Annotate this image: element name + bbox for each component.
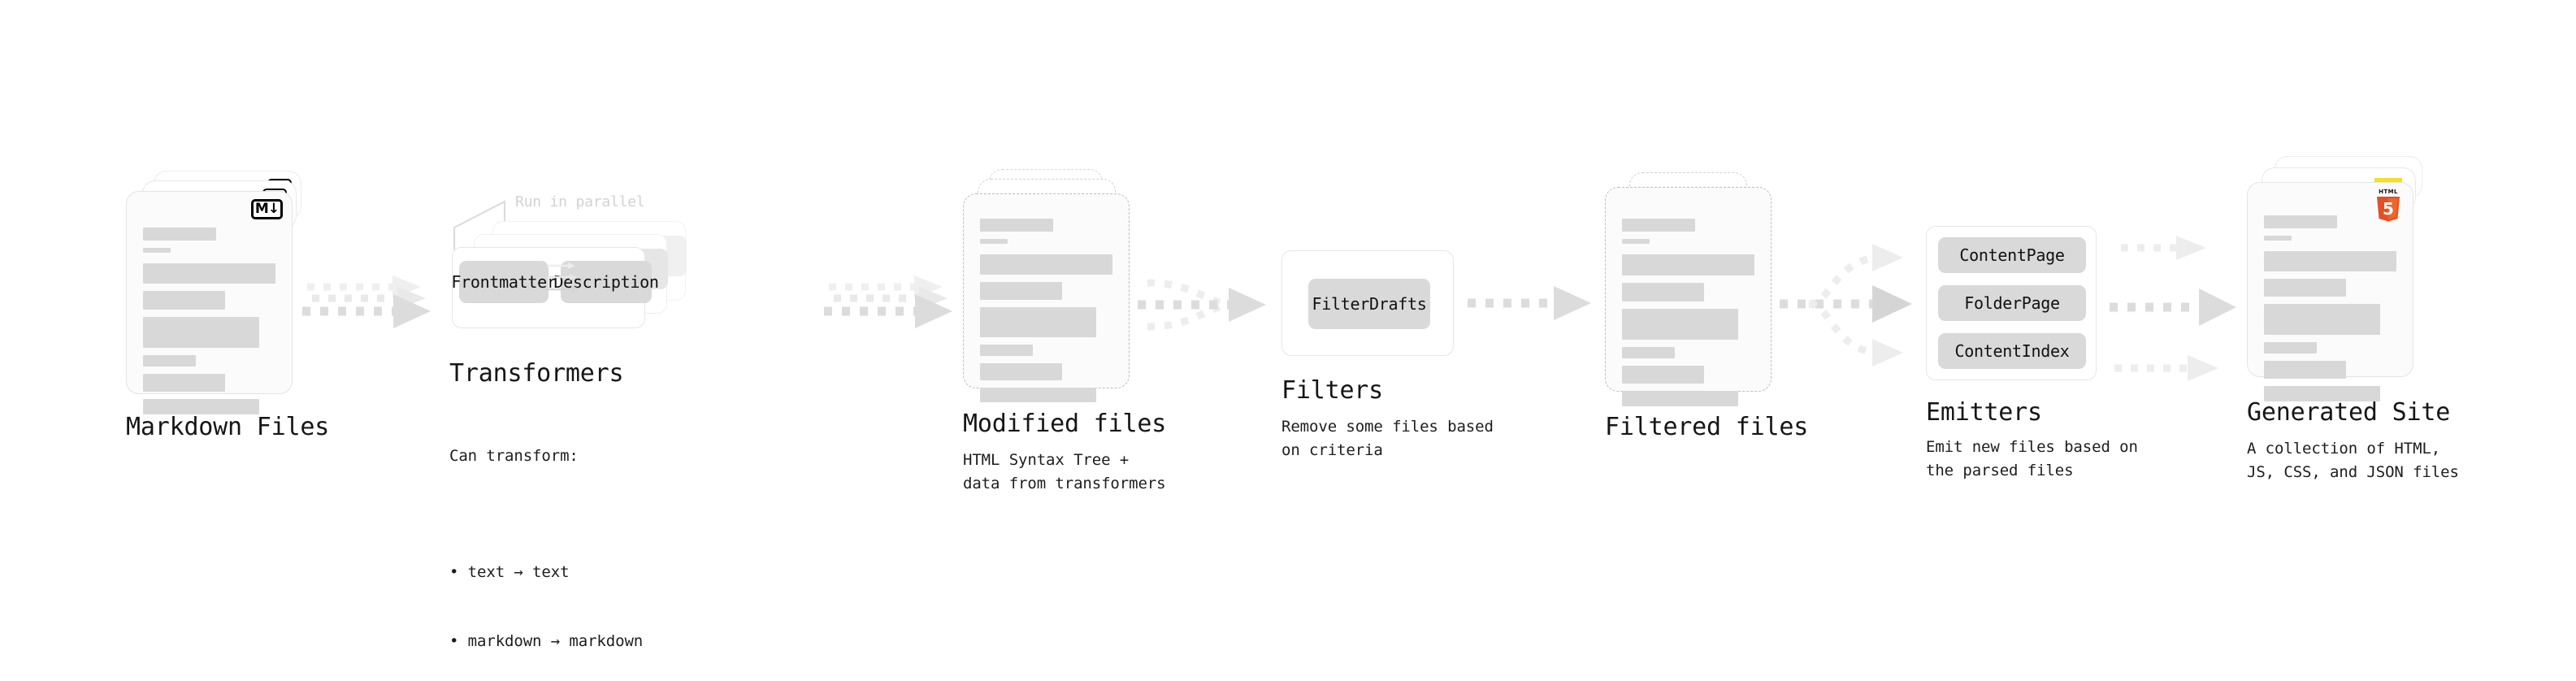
modified-files-subcaption: HTML Syntax Tree + data from transformer…	[963, 451, 1166, 492]
transformers-bullet: • text → text	[449, 562, 570, 581]
skeleton-bar	[143, 374, 226, 392]
skeleton-bar	[980, 239, 1008, 244]
transformers-subcaption-heading: Can transform:	[449, 447, 579, 465]
skeleton-bar	[1622, 366, 1705, 384]
connector-filtered-to-emitters	[1780, 244, 1912, 367]
html5-badge: HTML 5	[2374, 188, 2403, 222]
skeleton-bar	[143, 228, 216, 241]
filtered-files-caption: Filtered files	[1605, 413, 1809, 441]
skeleton-bar	[980, 307, 1097, 337]
skeleton-bar	[980, 282, 1063, 300]
stage-emitters: ContentPage FolderPage ContentIndex Emit…	[1926, 226, 2138, 479]
modified-card-front	[963, 193, 1130, 402]
skeleton-bar	[1622, 283, 1705, 301]
connector-filters-to-filtered	[1468, 286, 1591, 320]
filtered-skeleton	[1622, 219, 1754, 414]
emitter-pill-folderpage[interactable]: FolderPage	[1938, 285, 2086, 321]
connector-emitters-to-site	[2110, 236, 2236, 381]
markdown-badge-front: M↓	[251, 199, 283, 219]
skeleton-bar	[2264, 386, 2381, 401]
transformer-pill-description[interactable]: Description	[553, 261, 659, 303]
transformers-bullet: • markdown → markdown	[449, 632, 644, 650]
transformer-pill-frontmatter[interactable]: Frontmatter	[451, 261, 557, 303]
filter-pill-filterdrafts[interactable]: FilterDrafts	[1308, 279, 1430, 329]
modified-skeleton	[980, 219, 1112, 410]
skeleton-bar	[980, 388, 1097, 402]
site-card-front-html: HTML 5	[2247, 182, 2413, 401]
skeleton-bar	[980, 363, 1063, 380]
skeleton-bar	[2264, 236, 2292, 241]
skeleton-bar	[143, 317, 260, 348]
stage-filtered-files: Filtered files	[1605, 172, 1808, 441]
skeleton-bar	[143, 248, 171, 253]
filtered-card-front	[1605, 187, 1772, 406]
modified-files-caption: Modified files	[963, 410, 1167, 438]
skeleton-bar	[1622, 347, 1676, 358]
skeleton-bar	[143, 263, 275, 284]
filters-subcaption: Remove some files based on criteria	[1281, 418, 1494, 459]
stage-markdown-files: M↓ M↓ M↓	[126, 171, 329, 441]
connector-transformers-to-modified	[824, 275, 952, 328]
skeleton-bar	[1622, 309, 1739, 340]
emitters-box: ContentPage FolderPage ContentIndex	[1926, 226, 2097, 380]
skeleton-bar	[1622, 239, 1650, 244]
skeleton-bar	[2264, 279, 2347, 297]
skeleton-bar	[2264, 304, 2381, 335]
markdown-badge-glyph: M↓	[254, 201, 280, 217]
site-skeleton	[2264, 215, 2396, 409]
markdown-card-front: M↓	[126, 191, 293, 414]
skeleton-bar	[1622, 254, 1754, 275]
skeleton-bar	[980, 345, 1034, 356]
markdown-files-caption: Markdown Files	[126, 413, 330, 441]
emitter-pill-contentpage[interactable]: ContentPage	[1938, 237, 2086, 273]
skeleton-bar	[980, 254, 1112, 275]
stage-filters: FilterDrafts Filters Remove some files b…	[1281, 250, 1494, 459]
emitters-caption: Emitters	[1926, 398, 2042, 427]
stage-generated-site: CSS HTML 5	[2247, 156, 2459, 481]
skeleton-bar	[2264, 215, 2337, 228]
connector-markdown-to-transformers	[302, 275, 431, 328]
transformers-bullet-list: • text → text • markdown → markdown • ht…	[449, 514, 643, 681]
svg-text:HTML: HTML	[2379, 189, 2398, 195]
generated-site-subcaption: A collection of HTML, JS, CSS, and JSON …	[2247, 440, 2459, 481]
modified-files-card-stack	[963, 169, 1150, 402]
skeleton-bar	[2264, 361, 2347, 379]
filters-caption: Filters	[1281, 376, 1384, 405]
skeleton-bar	[143, 355, 197, 367]
html5-badge-icon: HTML 5	[2377, 189, 2400, 222]
generated-site-caption: Generated Site	[2247, 398, 2451, 427]
skeleton-bar	[143, 291, 226, 310]
svg-text:5: 5	[2383, 199, 2394, 219]
skeleton-bar	[143, 399, 260, 414]
skeleton-bar	[2264, 251, 2396, 271]
skeleton-bar	[1622, 391, 1739, 406]
run-in-parallel-note: Run in parallel	[515, 193, 645, 210]
emitter-pill-contentindex[interactable]: ContentIndex	[1938, 333, 2086, 369]
transformers-box-front: Frontmatter Description	[451, 247, 659, 328]
markdown-skeleton	[143, 228, 275, 422]
emitters-subcaption: Emit new files based on the parsed files	[1926, 438, 2138, 479]
filtered-files-card-stack	[1605, 172, 1792, 406]
connector-modified-to-filters	[1138, 279, 1266, 331]
generated-site-card-stack: CSS HTML 5	[2247, 156, 2442, 401]
stage-modified-files: Modified files HTML Syntax Tree + data f…	[963, 169, 1166, 492]
markdown-files-card-stack: M↓ M↓ M↓	[126, 171, 313, 414]
skeleton-bar	[980, 219, 1053, 232]
filters-box: FilterDrafts	[1281, 250, 1454, 356]
skeleton-bar	[1622, 219, 1695, 232]
skeleton-bar	[2264, 342, 2318, 354]
markdown-badge-icon: M↓	[251, 199, 283, 219]
transformers-subcaption: Can transform: • text → text • markdown …	[449, 398, 643, 681]
transformers-caption: Transformers	[449, 359, 624, 388]
